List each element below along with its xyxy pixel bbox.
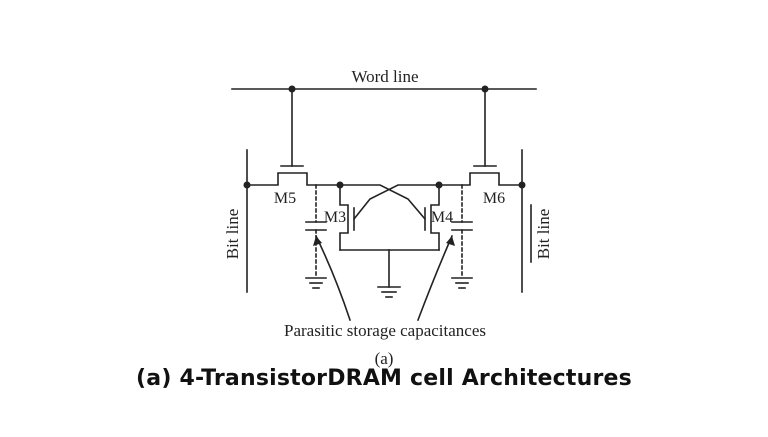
bit-line-right-label: Bit line bbox=[534, 209, 553, 260]
arrowhead-right bbox=[446, 236, 455, 246]
bit-line-left-label: Bit line bbox=[223, 209, 242, 260]
junction-dot bbox=[243, 181, 251, 189]
m6-channel bbox=[438, 172, 523, 186]
m4-label: M4 bbox=[431, 209, 453, 226]
junction-dot bbox=[336, 181, 344, 189]
capacitance-label: Parasitic storage capacitances bbox=[284, 321, 486, 340]
m3-label: M3 bbox=[324, 209, 346, 226]
cross-wire-left-node bbox=[339, 184, 427, 221]
m4-channel bbox=[430, 184, 440, 251]
m6-label: M6 bbox=[483, 190, 505, 207]
arrowhead-left bbox=[313, 236, 322, 246]
m3-channel bbox=[339, 184, 349, 251]
m5-channel bbox=[246, 172, 341, 186]
m5-label: M5 bbox=[274, 190, 296, 207]
word-line-label: Word line bbox=[351, 67, 418, 86]
cross-wire-right-node bbox=[352, 184, 440, 221]
junction-dot bbox=[435, 181, 443, 189]
junction-dot bbox=[518, 181, 526, 189]
junction-dot bbox=[288, 85, 296, 93]
junction-dot bbox=[481, 85, 489, 93]
sub-label: (a) bbox=[375, 349, 394, 368]
figure-caption: (a) 4-TransistorDRAM cell Architectures bbox=[136, 366, 632, 391]
arrow-left bbox=[314, 234, 352, 322]
arrow-right bbox=[416, 234, 454, 322]
